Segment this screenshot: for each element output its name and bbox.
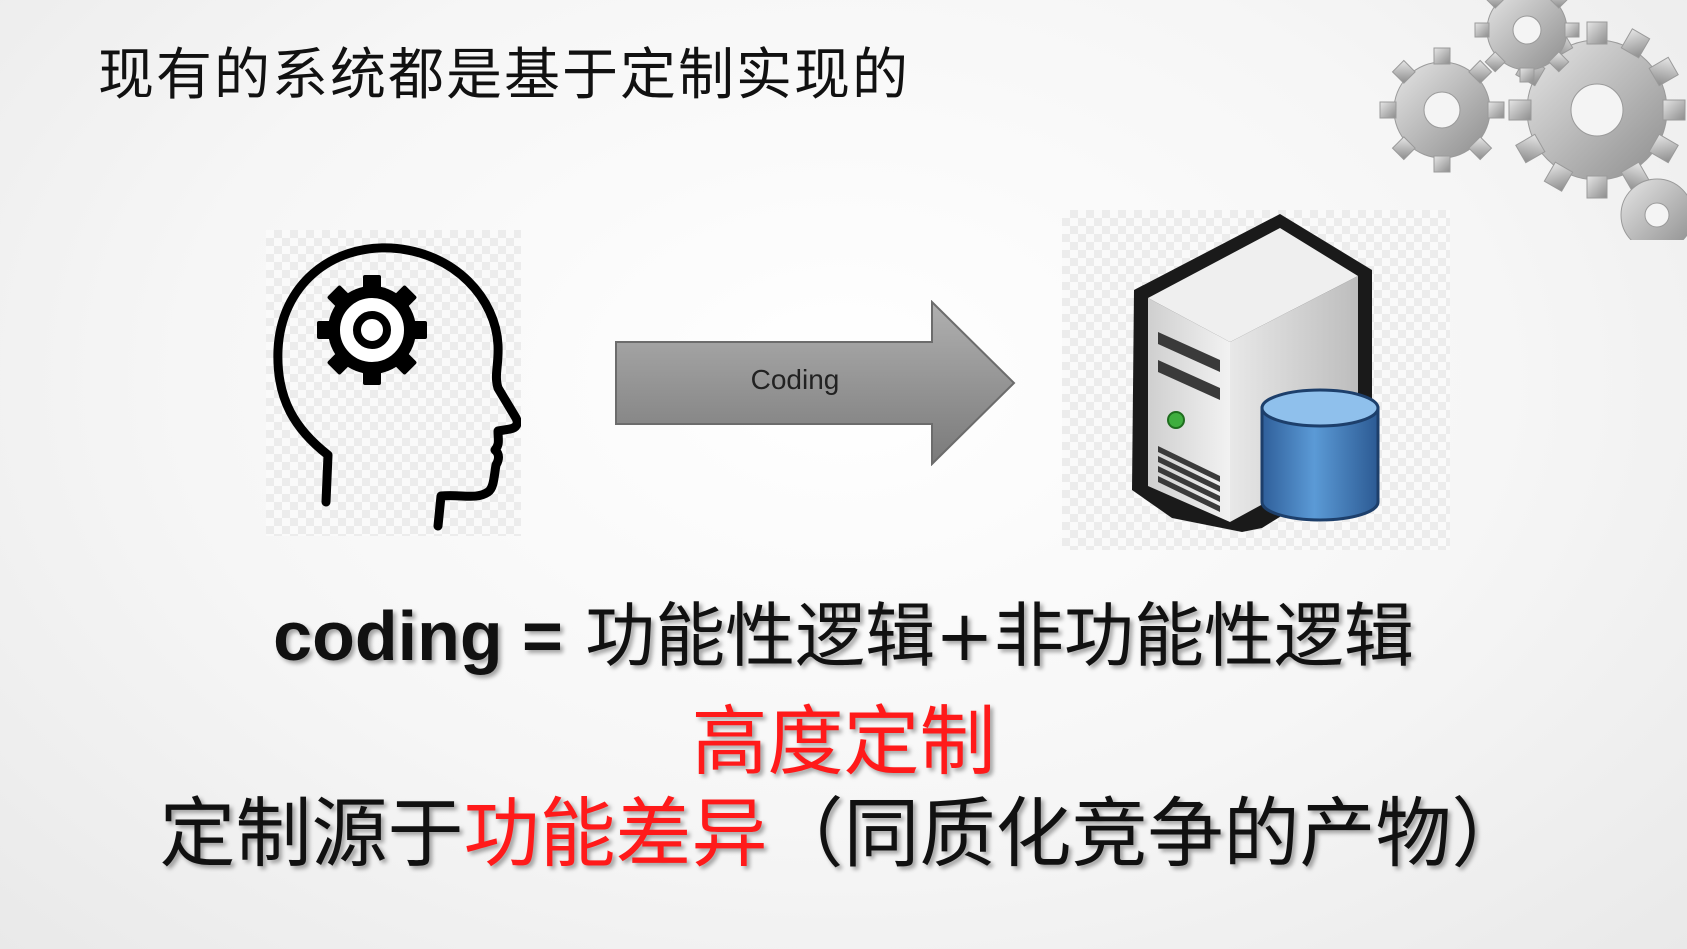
conclusion-prefix: 定制源于 [159, 789, 464, 878]
formula-line: coding = 功能性逻辑+非功能性逻辑 [0, 580, 1687, 681]
formula-rhs: 功能性逻辑+非功能性逻辑 [562, 595, 1414, 677]
gears-decoration [1353, 0, 1687, 240]
arrow-label: Coding [750, 364, 840, 395]
conclusion-highlight: 功能差异 [463, 789, 768, 878]
server-image [1062, 210, 1450, 550]
right-arrow-icon [615, 300, 1016, 466]
conclusion-line: 定制源于功能差异（同质化竞争的产物） [0, 772, 1687, 882]
conclusion-suffix: （同质化竞争的产物） [767, 789, 1528, 878]
head-image [266, 230, 522, 536]
server-database-icon [1132, 214, 1380, 532]
formula-lhs: coding = [273, 597, 563, 675]
emphasis-line: 高度定制 [691, 697, 996, 786]
slide-title: 现有的系统都是基于定制实现的 [98, 43, 910, 108]
head-with-gear-icon [273, 243, 522, 531]
